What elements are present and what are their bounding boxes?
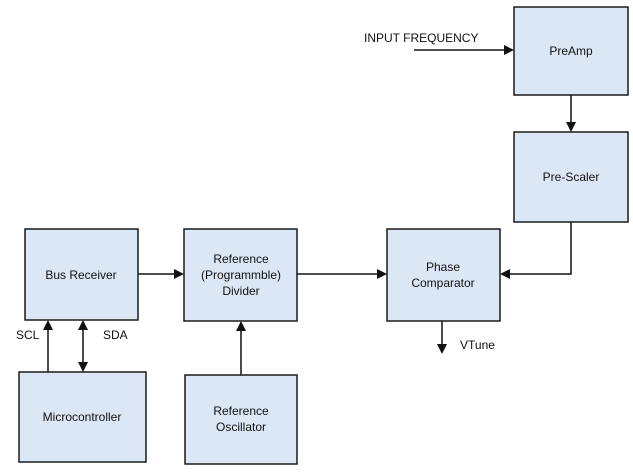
reference-divider-line-1: Reference — [213, 252, 269, 266]
vtune-arrowhead — [437, 344, 447, 354]
reference-divider-line-3: Divider — [222, 284, 259, 298]
input-frequency-label: INPUT FREQUENCY — [364, 31, 478, 45]
phase-comparator-block: Phase Comparator — [386, 228, 501, 322]
sda-arrowhead-up — [78, 320, 88, 330]
phase-comparator-line-1: Phase — [426, 260, 460, 274]
divider-to-comparator-arrowhead — [377, 269, 387, 279]
scl-arrowhead — [43, 320, 53, 330]
reference-oscillator-line-1: Reference — [213, 404, 269, 418]
input-frequency-arrowhead — [504, 45, 514, 55]
bus-to-divider-arrowhead — [174, 269, 184, 279]
phase-comparator-line-2: Comparator — [411, 276, 474, 290]
reference-divider-block: Reference (Programmble) Divider — [183, 228, 298, 322]
bus-receiver-block: Bus Receiver — [24, 228, 139, 321]
prescaler-block: Pre-Scaler — [513, 131, 629, 223]
oscillator-to-divider-arrowhead — [236, 321, 246, 331]
preamp-label: PreAmp — [549, 44, 593, 58]
microcontroller-label: Microcontroller — [43, 410, 122, 424]
preamp-to-prescaler-arrowhead — [566, 122, 576, 132]
preamp-block: PreAmp — [513, 6, 629, 96]
scl-label: SCL — [16, 328, 40, 342]
prescaler-to-comparator-arrowhead — [500, 269, 510, 279]
prescaler-label: Pre-Scaler — [543, 170, 600, 184]
sda-label: SDA — [103, 328, 128, 342]
reference-oscillator-block: Reference Oscillator — [184, 374, 298, 465]
connectors — [43, 45, 576, 375]
bus-receiver-label: Bus Receiver — [45, 268, 116, 282]
reference-divider-line-2: (Programmble) — [201, 268, 281, 282]
reference-oscillator-line-2: Oscillator — [216, 420, 266, 434]
prescaler-to-comparator-arrow — [508, 222, 572, 275]
vtune-label: VTune — [460, 338, 495, 352]
microcontroller-block: Microcontroller — [18, 371, 147, 463]
sda-arrowhead-down — [78, 362, 88, 372]
